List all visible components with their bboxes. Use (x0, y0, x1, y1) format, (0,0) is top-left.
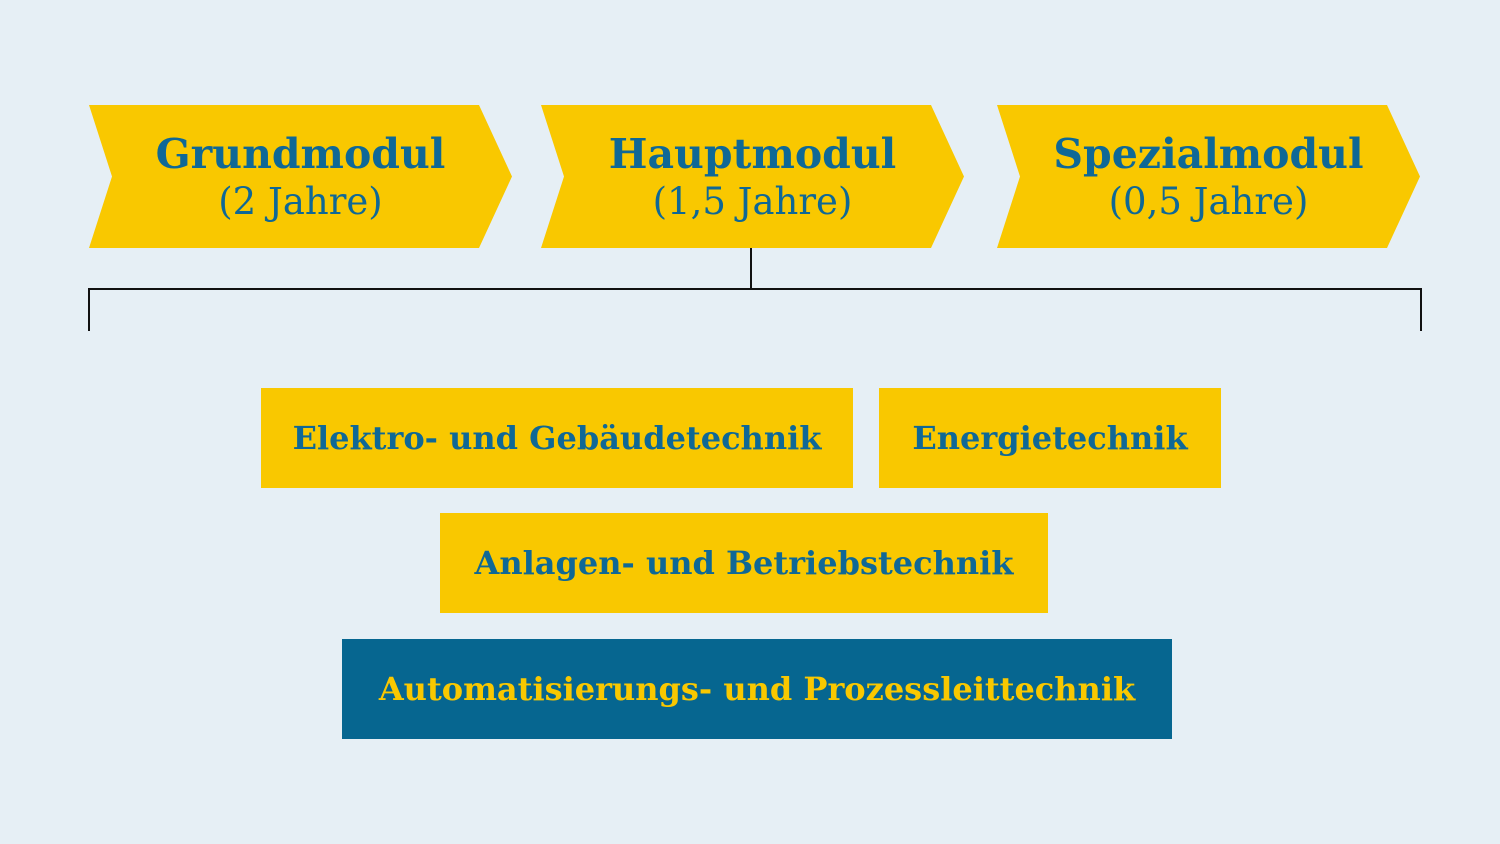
specialization-label: Automatisierungs- und Prozessleittechnik (378, 670, 1136, 708)
module-duration: (1,5 Jahre) (652, 179, 853, 223)
module-duration: (2 Jahre) (218, 179, 383, 223)
specialization-box-energie: Energietechnik (879, 388, 1221, 488)
module-title: Spezialmodul (1053, 129, 1364, 178)
specialization-box-automatisierung: Automatisierungs- und Prozessleittechnik (342, 639, 1172, 739)
module-chevron-spezialmodul: Spezialmodul (0,5 Jahre) (997, 105, 1420, 248)
module-title: Hauptmodul (608, 129, 897, 178)
specialization-label: Anlagen- und Betriebstechnik (474, 544, 1014, 582)
module-chevron-hauptmodul: Hauptmodul (1,5 Jahre) (541, 105, 964, 248)
bracket-left-tick (88, 288, 90, 331)
module-chevron-grundmodul: Grundmodul (2 Jahre) (89, 105, 512, 248)
module-duration: (0,5 Jahre) (1108, 179, 1309, 223)
bracket-horizontal-line (88, 288, 1422, 290)
specialization-box-elektro: Elektro- und Gebäudetechnik (261, 388, 853, 488)
bracket-right-tick (1420, 288, 1422, 331)
specialization-label: Energietechnik (912, 419, 1188, 457)
connector-stem (750, 248, 752, 289)
module-title: Grundmodul (155, 129, 446, 178)
specialization-label: Elektro- und Gebäudetechnik (292, 419, 822, 457)
specialization-box-anlagen: Anlagen- und Betriebstechnik (440, 513, 1048, 613)
